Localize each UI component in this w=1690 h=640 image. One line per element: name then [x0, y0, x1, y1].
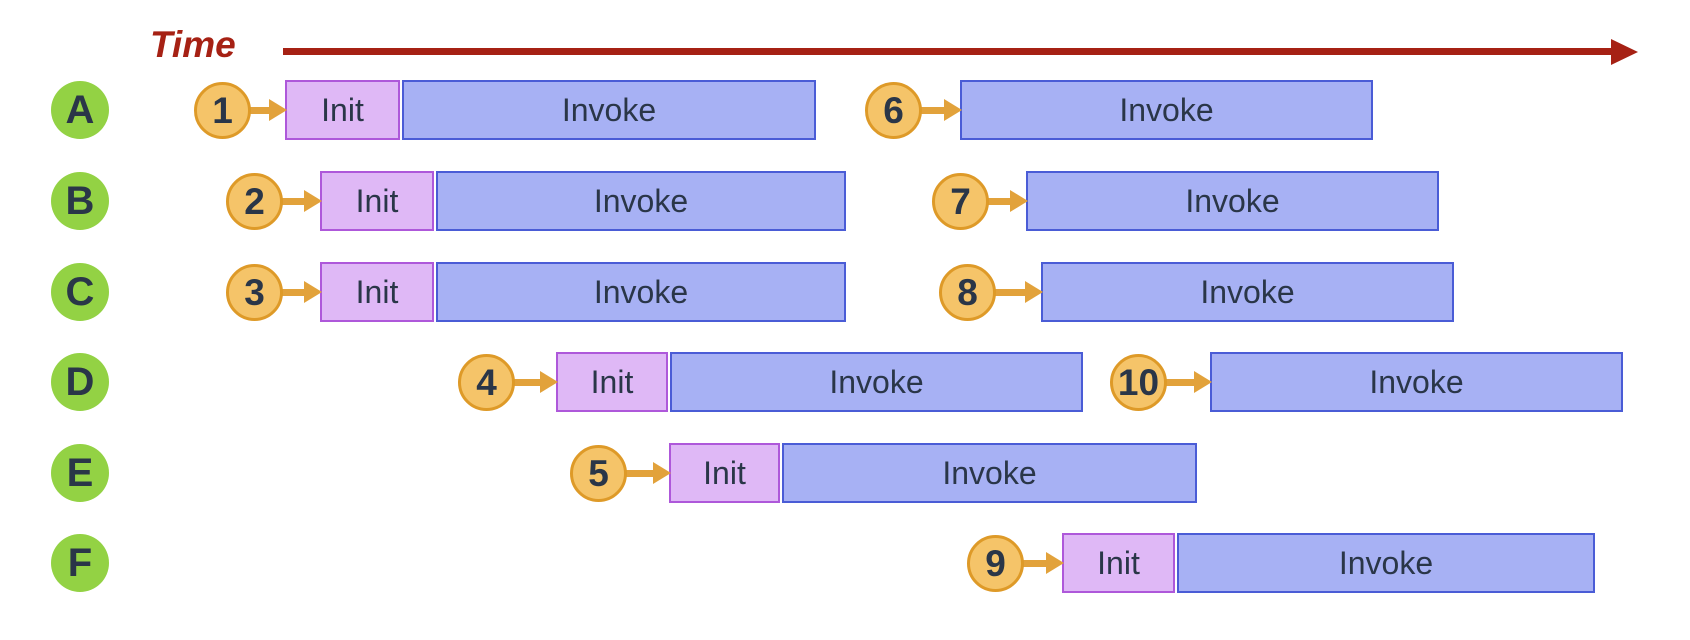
- step-arrow-head-icon: [1010, 190, 1028, 212]
- step-arrow-head-icon: [653, 462, 671, 484]
- step-circle-9: 9: [967, 535, 1024, 592]
- invoke-bar: Invoke: [782, 443, 1197, 503]
- step-arrow-line-icon: [1017, 560, 1046, 567]
- invoke-bar: Invoke: [670, 352, 1083, 412]
- step-circle-2: 2: [226, 173, 283, 230]
- step-arrow-head-icon: [1194, 371, 1212, 393]
- step-arrow-line-icon: [244, 107, 269, 114]
- init-bar: Init: [320, 262, 434, 322]
- step-circle-4: 4: [458, 354, 515, 411]
- row-label-c: C: [51, 263, 109, 321]
- step-circle-1: 1: [194, 82, 251, 139]
- invoke-bar: Invoke: [1026, 171, 1439, 231]
- init-bar: Init: [556, 352, 668, 412]
- step-arrow-line-icon: [508, 379, 540, 386]
- row-label-d: D: [51, 353, 109, 411]
- step-circle-8: 8: [939, 264, 996, 321]
- invoke-bar: Invoke: [1210, 352, 1623, 412]
- step-arrow-head-icon: [540, 371, 558, 393]
- step-arrow-head-icon: [1046, 552, 1064, 574]
- step-arrow-head-icon: [304, 281, 322, 303]
- init-bar: Init: [1062, 533, 1175, 593]
- invoke-bar: Invoke: [402, 80, 816, 140]
- step-arrow-head-icon: [1025, 281, 1043, 303]
- step-circle-7: 7: [932, 173, 989, 230]
- step-circle-10: 10: [1110, 354, 1167, 411]
- step-arrow-line-icon: [620, 470, 653, 477]
- step-arrow-line-icon: [276, 198, 304, 205]
- invoke-bar: Invoke: [436, 171, 846, 231]
- step-arrow-line-icon: [1160, 379, 1194, 386]
- step-arrow-line-icon: [982, 198, 1010, 205]
- step-arrow-line-icon: [915, 107, 944, 114]
- invoke-bar: Invoke: [1177, 533, 1595, 593]
- time-arrow-line-icon: [283, 48, 1611, 55]
- step-arrow-head-icon: [269, 99, 287, 121]
- step-arrow-line-icon: [276, 289, 304, 296]
- row-label-a: A: [51, 81, 109, 139]
- invoke-bar: Invoke: [960, 80, 1373, 140]
- step-circle-6: 6: [865, 82, 922, 139]
- step-circle-3: 3: [226, 264, 283, 321]
- step-arrow-line-icon: [989, 289, 1025, 296]
- row-label-b: B: [51, 172, 109, 230]
- step-circle-5: 5: [570, 445, 627, 502]
- init-bar: Init: [669, 443, 780, 503]
- init-bar: Init: [320, 171, 434, 231]
- invoke-bar: Invoke: [1041, 262, 1454, 322]
- init-bar: Init: [285, 80, 400, 140]
- time-axis-label: Time: [150, 24, 236, 65]
- time-arrowhead-icon: [1611, 39, 1638, 65]
- row-label-e: E: [51, 444, 109, 502]
- step-arrow-head-icon: [944, 99, 962, 121]
- row-label-f: F: [51, 534, 109, 592]
- step-arrow-head-icon: [304, 190, 322, 212]
- invoke-bar: Invoke: [436, 262, 846, 322]
